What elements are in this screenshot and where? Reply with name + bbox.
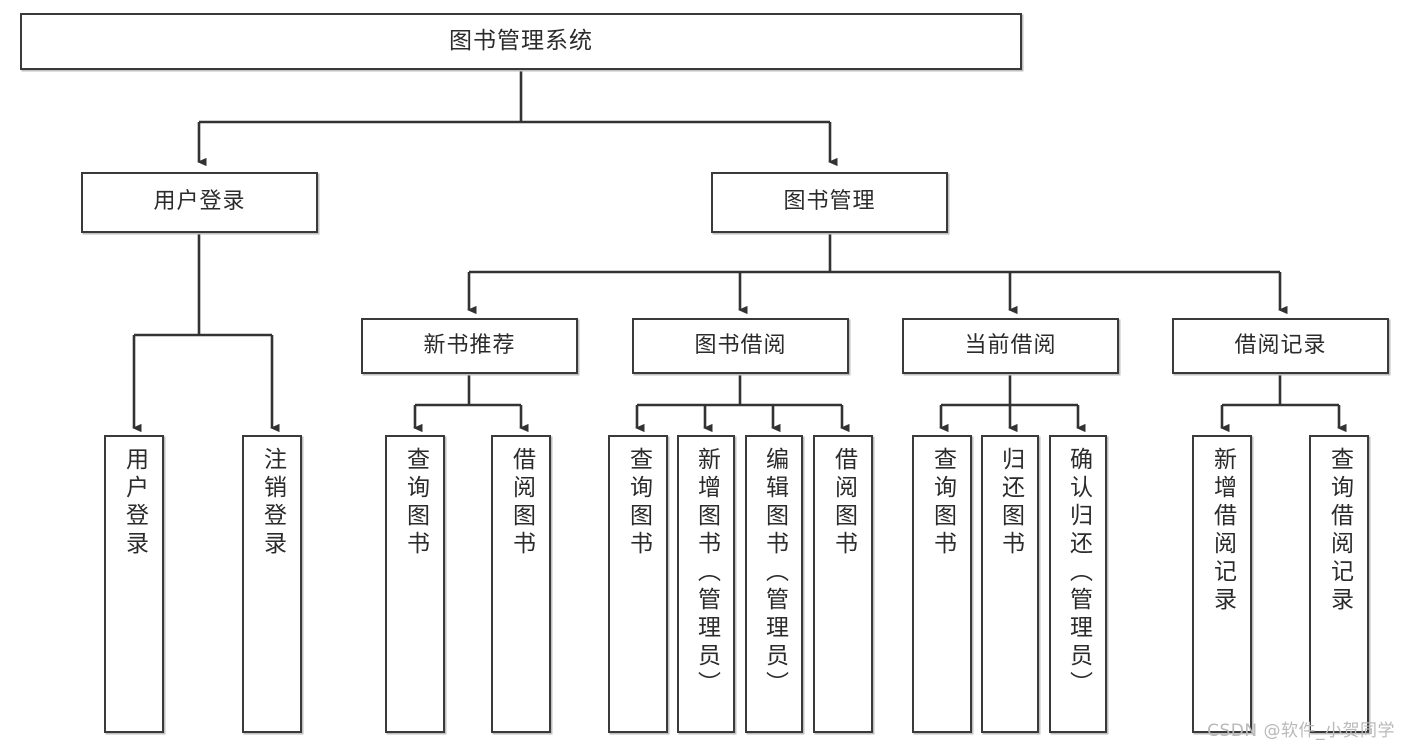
- node-label: 图书借阅: [694, 332, 787, 358]
- node-label: 借阅记录: [1234, 332, 1327, 358]
- csdn-watermark: CSDN @软件_小贺同学: [1207, 721, 1395, 741]
- node-new-book-recommend[interactable]: 新书推荐: [361, 318, 578, 374]
- node-label: 新书推荐: [423, 332, 516, 358]
- node-label: 注销登录: [259, 447, 286, 559]
- leaf-edit-book-admin[interactable]: 编辑图书（管理员）: [745, 435, 803, 733]
- leaf-borrow-book-recommend[interactable]: 借阅图书: [491, 435, 551, 733]
- leaf-confirm-return-admin[interactable]: 确认归还（管理员）: [1049, 435, 1107, 733]
- node-root-system[interactable]: 图书管理系统: [20, 13, 1022, 70]
- leaf-add-book-admin[interactable]: 新增图书（管理员）: [677, 435, 735, 733]
- node-borrow-record[interactable]: 借阅记录: [1172, 318, 1389, 374]
- node-book-borrow[interactable]: 图书借阅: [632, 318, 849, 374]
- node-label: 新增借阅记录: [1209, 447, 1236, 615]
- leaf-add-borrow-record[interactable]: 新增借阅记录: [1192, 435, 1252, 733]
- node-current-borrow[interactable]: 当前借阅: [902, 318, 1119, 374]
- leaf-query-borrow-record[interactable]: 查询借阅记录: [1309, 435, 1369, 733]
- leaf-return-book[interactable]: 归还图书: [981, 435, 1039, 733]
- node-label: 借阅图书: [508, 447, 535, 559]
- leaf-user-login[interactable]: 用户登录: [104, 435, 164, 733]
- node-label: 用户登录: [153, 189, 246, 215]
- node-label: 查询图书: [402, 447, 429, 559]
- node-label: 查询图书: [625, 447, 652, 559]
- node-label: 编辑图书（管理员）: [761, 447, 788, 699]
- node-label: 借阅图书: [830, 447, 857, 559]
- node-label: 图书管理: [783, 189, 876, 215]
- node-label: 当前借阅: [964, 332, 1057, 358]
- leaf-query-book-current[interactable]: 查询图书: [912, 435, 972, 733]
- leaf-query-book-borrow[interactable]: 查询图书: [608, 435, 668, 733]
- node-label: 图书管理系统: [449, 28, 593, 55]
- node-label: 查询借阅记录: [1326, 447, 1353, 615]
- node-label: 查询图书: [929, 447, 956, 559]
- node-label: 新增图书（管理员）: [693, 447, 720, 699]
- node-label: 用户登录: [121, 447, 148, 559]
- leaf-borrow-book[interactable]: 借阅图书: [813, 435, 873, 733]
- node-book-management[interactable]: 图书管理: [711, 172, 948, 233]
- node-label: 确认归还（管理员）: [1065, 447, 1092, 699]
- leaf-query-book-recommend[interactable]: 查询图书: [385, 435, 445, 733]
- node-label: 归还图书: [997, 447, 1024, 559]
- node-user-login[interactable]: 用户登录: [81, 172, 318, 233]
- leaf-logout-login[interactable]: 注销登录: [242, 435, 302, 733]
